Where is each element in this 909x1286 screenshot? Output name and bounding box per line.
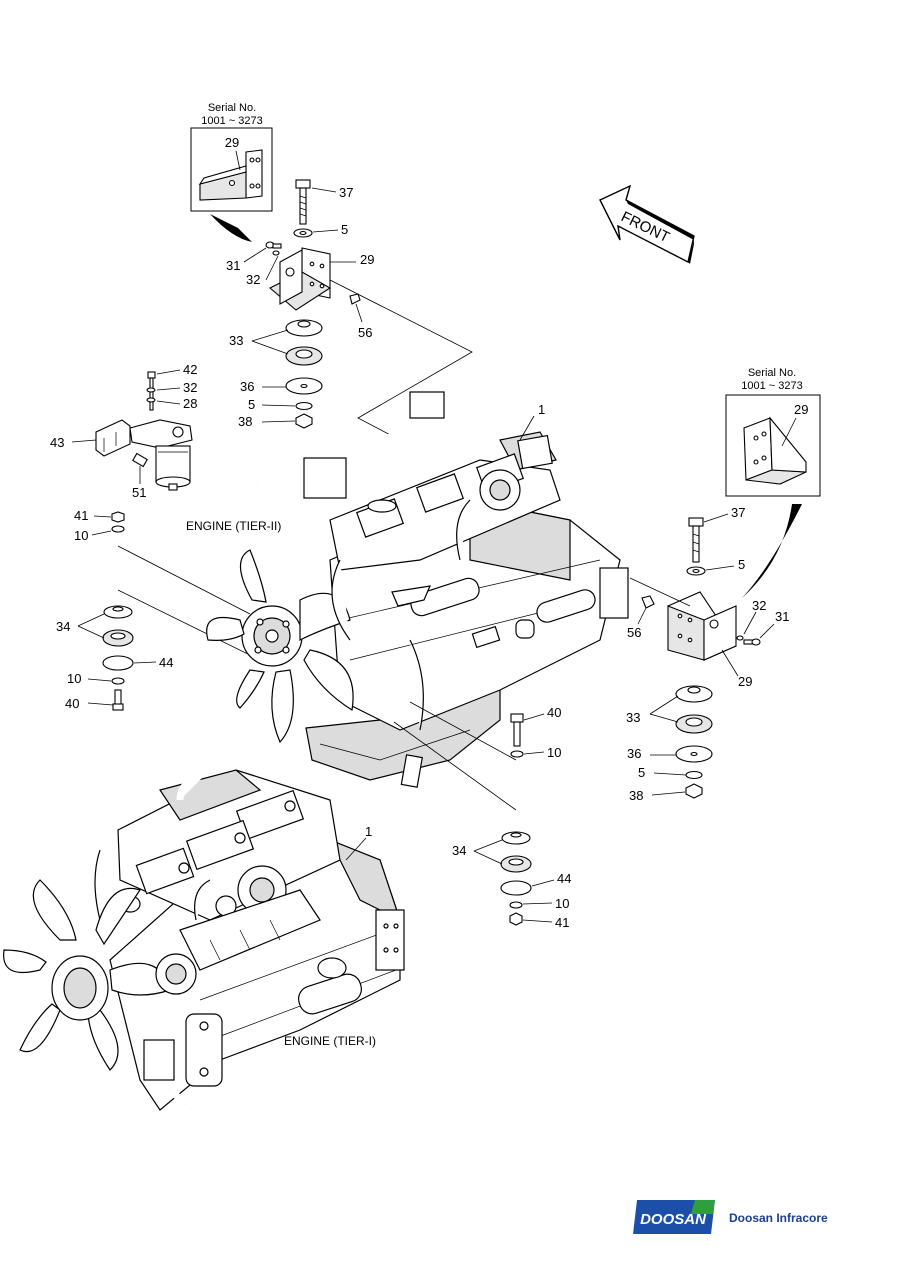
- callout-37-top: 37: [339, 185, 353, 200]
- right-mount-stack: 37 5 29 56 32 31 33: [626, 505, 789, 803]
- caption-engine-tier2: ENGINE (TIER-II): [186, 519, 281, 533]
- bracket-29-right: [667, 591, 737, 661]
- upper-mount-stack: 37 5 29 31 32 56 33: [226, 179, 473, 441]
- callout-29-inset-left: 29: [225, 135, 239, 150]
- doosan-logo-icon: DOOSAN: [633, 1200, 715, 1234]
- inset-right-arrow: [742, 504, 802, 598]
- bolt-37-top: [295, 179, 311, 225]
- callout-33-top: 33: [229, 333, 243, 348]
- callout-38-top: 38: [238, 414, 252, 429]
- callout-5-right: 5: [738, 557, 745, 572]
- callout-36-top: 36: [240, 379, 254, 394]
- callout-10-center: 10: [547, 745, 561, 760]
- callout-36-right: 36: [627, 746, 641, 761]
- brand-name: Doosan Infracore: [729, 1211, 828, 1225]
- inset-left-range: 1001 ~ 3273: [201, 115, 262, 127]
- callout-32-right: 32: [752, 598, 766, 613]
- inset-left-bracket: [198, 149, 263, 201]
- center-rear-mount-stack: 40 10 34 44 10 41: [393, 701, 571, 930]
- callout-40-center: 40: [547, 705, 561, 720]
- callout-32-top: 32: [246, 272, 260, 287]
- callout-5-right-lower: 5: [638, 765, 645, 780]
- callout-31-top: 31: [226, 258, 240, 273]
- callout-44-center: 44: [557, 871, 571, 886]
- callout-34-left: 34: [56, 619, 70, 634]
- callout-28: 28: [183, 396, 197, 411]
- inset-right-title: Serial No.: [748, 367, 796, 379]
- callout-10-center-lower: 10: [555, 896, 569, 911]
- callout-56-right: 56: [627, 625, 641, 640]
- callout-56-top: 56: [358, 325, 372, 340]
- callout-33-right: 33: [626, 710, 640, 725]
- callout-34-center: 34: [452, 843, 466, 858]
- engine-tier-2-illustration: [206, 391, 629, 788]
- callout-38-right: 38: [629, 788, 643, 803]
- left-front-mount-stack: 41 10 34 44 10 40: [56, 508, 261, 711]
- fuel-filter-assembly: 42 32 28 43 51: [50, 362, 197, 500]
- callout-51: 51: [132, 485, 146, 500]
- callout-37-right: 37: [731, 505, 745, 520]
- bracket-29-top: [269, 247, 332, 311]
- callout-29-top: 29: [360, 252, 374, 267]
- inset-left-arrow: [210, 214, 252, 242]
- callout-40-left: 40: [65, 696, 79, 711]
- callout-10-left: 10: [74, 528, 88, 543]
- tier1-fan: [3, 879, 171, 1071]
- serial-inset-left: Serial No. 1001 ~ 3273 29: [190, 102, 273, 242]
- logo-wordmark: DOOSAN: [640, 1211, 707, 1228]
- callout-29-right: 29: [738, 674, 752, 689]
- callout-31-right: 31: [775, 609, 789, 624]
- callout-41-left: 41: [74, 508, 88, 523]
- callout-29-inset-right: 29: [794, 402, 808, 417]
- inset-right-range: 1001 ~ 3273: [741, 380, 802, 392]
- callout-32-filter: 32: [183, 380, 197, 395]
- serial-inset-right: Serial No. 1001 ~ 3273 29: [725, 367, 821, 598]
- caption-engine-tier1: ENGINE (TIER-I): [284, 1034, 376, 1048]
- callout-1-tier1: 1: [365, 824, 372, 839]
- inset-right-bracket: [743, 416, 807, 485]
- callout-1-tier2: 1: [538, 402, 545, 417]
- callout-5-top: 5: [341, 222, 348, 237]
- front-arrow-icon: FRONT: [599, 184, 695, 264]
- engine-tier-1-illustration: [3, 766, 405, 1111]
- callout-10-left-lower: 10: [67, 671, 81, 686]
- tier2-fan: [206, 549, 354, 744]
- inset-left-title: Serial No.: [208, 102, 256, 114]
- callout-43: 43: [50, 435, 64, 450]
- callout-42: 42: [183, 362, 197, 377]
- callout-41-center: 41: [555, 915, 569, 930]
- callout-5-top-lower: 5: [248, 397, 255, 412]
- callout-44-left: 44: [159, 655, 173, 670]
